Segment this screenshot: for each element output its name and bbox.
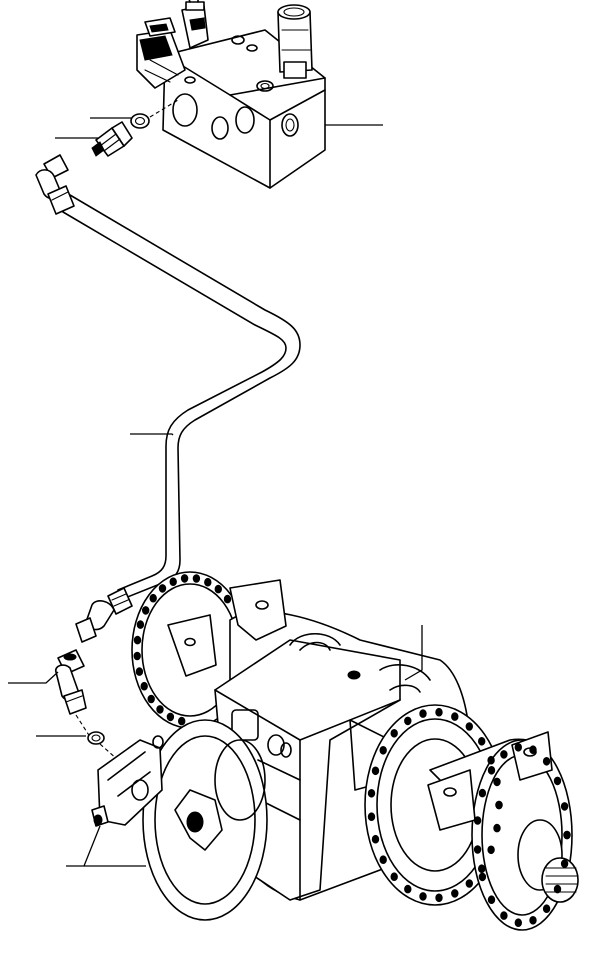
bolt-hole: [204, 577, 212, 587]
bolt-hole: [142, 606, 150, 615]
bolt-hole: [451, 712, 459, 721]
bolt-hole: [371, 834, 380, 844]
bolt-hole: [473, 845, 482, 854]
bolt-hole: [166, 712, 175, 722]
bolt-hole: [487, 755, 495, 765]
bolt-hole: [514, 743, 522, 752]
bolt-hole: [192, 574, 201, 583]
bolt-hole: [367, 812, 376, 822]
callout-hose-assembly: [130, 433, 174, 436]
bolt-hole: [500, 911, 508, 920]
bolt-hole: [487, 845, 495, 855]
bolt-hole: [419, 709, 427, 718]
bolt-hole: [478, 872, 487, 882]
bolt-hole: [156, 705, 164, 714]
bolt-hole: [478, 864, 486, 874]
relief-valve-cartridge: [277, 4, 313, 79]
o-ring-lower: [87, 731, 105, 745]
bolt-hole: [542, 757, 551, 766]
bolt-hole: [529, 745, 537, 755]
bolt-hole: [465, 722, 473, 731]
bolt-hole: [560, 859, 569, 868]
bolt-hole: [560, 802, 569, 811]
bolt-hole: [133, 635, 142, 645]
bolt-hole: [178, 716, 186, 726]
bolt-hole: [371, 766, 380, 776]
elbow-fitting: [54, 649, 87, 715]
brake-disc: [142, 719, 268, 921]
straight-fitting: [91, 121, 133, 157]
bolt-hole: [563, 830, 571, 840]
bolt-hole: [379, 746, 387, 755]
bolt-hole: [514, 918, 522, 928]
bolt-hole: [500, 750, 508, 759]
callout-elbow-fitting: [8, 671, 59, 684]
bolt-hole: [149, 593, 157, 603]
bolt-hole: [542, 904, 551, 914]
bolt-hole: [487, 895, 496, 905]
bolt-hole: [487, 766, 496, 775]
bolt-hole: [478, 788, 487, 798]
bolt-hole: [478, 737, 486, 746]
bolt-hole: [158, 584, 167, 593]
bolt-hole: [390, 729, 398, 738]
bolt-hole: [214, 584, 223, 594]
bolt-hole: [169, 577, 177, 587]
bolt-hole: [133, 651, 141, 661]
bolt-hole: [419, 892, 427, 901]
hose-assembly: [35, 154, 301, 643]
bolt-hole: [379, 855, 387, 865]
bolt-hole: [367, 789, 376, 798]
bolt-hole: [493, 777, 501, 787]
bolt-hole: [135, 667, 144, 676]
callout-axle-housing: [404, 625, 423, 681]
bolt-hole: [404, 716, 412, 726]
callout-brake-assembly: [66, 825, 146, 867]
o-ring-upper: [130, 113, 150, 129]
bolt-hole: [529, 916, 537, 925]
bolt-hole: [404, 884, 412, 894]
bolt-hole: [140, 681, 148, 691]
bolt-hole: [223, 594, 232, 604]
bolt-hole: [495, 800, 503, 810]
bolt-hole: [136, 620, 145, 629]
bolt-hole: [553, 776, 562, 786]
bolt-hole: [465, 879, 473, 888]
bolt-hole: [553, 884, 562, 894]
pressure-switch: [181, 0, 209, 49]
bolt-hole: [435, 893, 443, 903]
axle-flange-right: [364, 704, 579, 931]
bolt-hole: [435, 707, 443, 717]
brake-caliper: [91, 735, 164, 827]
solenoid-valve: [136, 17, 186, 89]
bolt-hole: [180, 574, 189, 583]
bolt-hole: [493, 823, 501, 833]
bolt-hole: [473, 816, 482, 825]
bolt-hole: [390, 872, 398, 882]
bolt-hole: [147, 694, 155, 704]
bolt-hole: [451, 889, 459, 898]
